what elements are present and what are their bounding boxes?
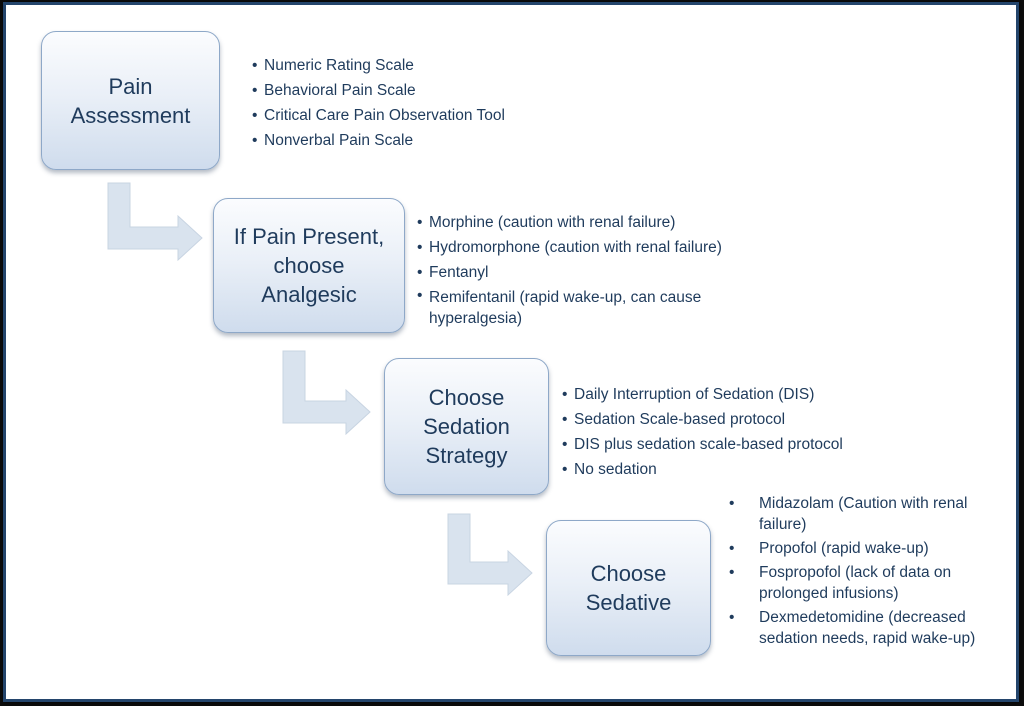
list-item: Remifentanil (rapid wake-up, can cause h… — [417, 285, 729, 329]
step-label-line: choose — [273, 253, 345, 278]
step-label-line: Analgesic — [261, 282, 357, 307]
step-choose-sedation-strategy: Choose Sedation Strategy — [384, 358, 549, 495]
list-item: Fentanyl — [417, 260, 757, 285]
step-label-line: Strategy — [425, 443, 508, 468]
step-label-line: Sedative — [585, 590, 672, 615]
list-item: DIS plus sedation scale-based protocol — [562, 432, 843, 457]
list-item: Nonverbal Pain Scale — [252, 128, 505, 153]
step-choose-sedative: Choose Sedative — [546, 520, 711, 656]
step-label-line: Choose — [428, 385, 505, 410]
step-label-line: Assessment — [70, 102, 191, 128]
list-item: Daily Interruption of Sedation (DIS) — [562, 382, 843, 407]
list-item: Sedation Scale-based protocol — [562, 407, 843, 432]
list-item: Hydromorphone (caution with renal failur… — [417, 235, 757, 260]
sedative-options-list: Midazolam (Caution with renal failure) P… — [729, 493, 999, 652]
sedation-strategy-list: Daily Interruption of Sedation (DIS) Sed… — [562, 382, 843, 482]
list-item: Fospropofol (lack of data on prolonged i… — [729, 562, 999, 604]
list-item: Numeric Rating Scale — [252, 53, 505, 78]
list-item: No sedation — [562, 457, 843, 482]
list-item: Midazolam (Caution with renal failure) — [729, 493, 999, 535]
list-item: Propofol (rapid wake-up) — [729, 538, 999, 559]
list-item: Morphine (caution with renal failure) — [417, 210, 757, 235]
step-label-line: Choose — [590, 561, 667, 586]
step-label-line: If Pain Present, — [233, 224, 385, 249]
list-item: Dexmedetomidine (decreased sedation need… — [729, 607, 999, 649]
list-item: Critical Care Pain Observation Tool — [252, 103, 505, 128]
step-choose-analgesic: If Pain Present, choose Analgesic — [213, 198, 405, 333]
pain-assessment-tools-list: Numeric Rating Scale Behavioral Pain Sca… — [252, 53, 505, 153]
step-label-line: Pain — [108, 73, 153, 99]
analgesic-options-list: Morphine (caution with renal failure) Hy… — [417, 210, 757, 332]
list-item: Behavioral Pain Scale — [252, 78, 505, 103]
step-pain-assessment: Pain Assessment — [41, 31, 220, 170]
step-label-line: Sedation — [423, 414, 510, 439]
